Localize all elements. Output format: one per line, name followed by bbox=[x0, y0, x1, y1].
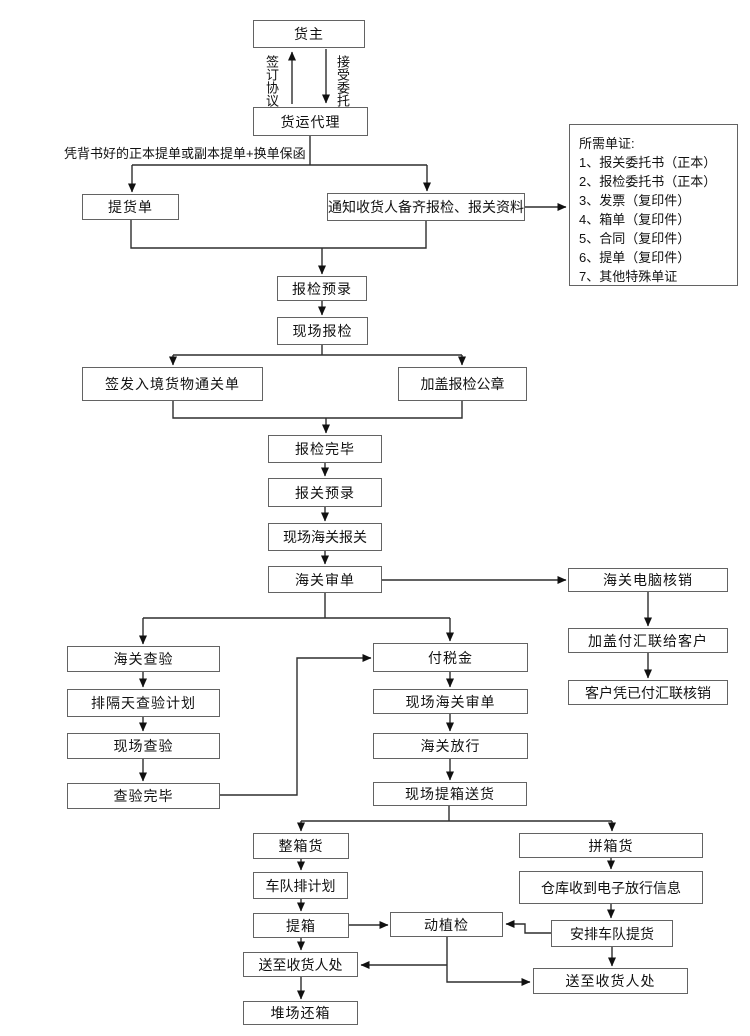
edge-fleet-to-quarantine bbox=[505, 920, 551, 934]
edge-merge-2 bbox=[172, 401, 463, 419]
required-document-item: 1、报关委托书（正本） bbox=[579, 155, 717, 170]
label-accept-entrustment: 接受委托 bbox=[335, 55, 350, 107]
label-sign-agreement: 签订协议 bbox=[264, 55, 279, 107]
node-deliver-to-consignee-right: 送至收货人处 bbox=[533, 968, 688, 994]
node-schedule-exam-plan: 排隔天查验计划 bbox=[67, 689, 220, 717]
node-client-writeoff: 客户凭已付汇联核销 bbox=[568, 680, 728, 705]
node-lcl: 拼箱货 bbox=[519, 833, 703, 858]
node-inspection-preentry: 报检预录 bbox=[277, 276, 367, 301]
node-onsite-customs-review: 现场海关审单 bbox=[373, 689, 528, 714]
edge-quarantine-to-right bbox=[446, 937, 531, 986]
node-examination-done: 查验完毕 bbox=[67, 783, 220, 809]
node-onsite-examination: 现场查验 bbox=[67, 733, 220, 759]
node-onsite-pickup-delivery: 现场提箱送货 bbox=[373, 782, 527, 806]
node-required-documents: 所需单证: 1、报关委托书（正本） 2、报检委托书（正本） 3、发票（复印件） … bbox=[569, 124, 738, 286]
node-customs-preentry: 报关预录 bbox=[268, 478, 382, 507]
node-customs-review: 海关审单 bbox=[268, 566, 382, 593]
node-cargo-owner: 货主 bbox=[253, 20, 365, 48]
node-pickup-container: 提箱 bbox=[253, 913, 349, 938]
required-document-item: 6、提单（复印件） bbox=[579, 250, 691, 265]
node-freight-agent: 货运代理 bbox=[253, 107, 368, 136]
node-warehouse-release-info: 仓库收到电子放行信息 bbox=[519, 871, 703, 904]
edge-merge-1 bbox=[130, 220, 427, 249]
node-onsite-inspection: 现场报检 bbox=[277, 317, 368, 345]
node-return-container: 堆场还箱 bbox=[243, 1001, 358, 1025]
node-issue-clearance: 签发入境货物通关单 bbox=[82, 367, 263, 401]
node-deliver-to-consignee-left: 送至收货人处 bbox=[243, 952, 358, 977]
node-delivery-order: 提货单 bbox=[82, 194, 179, 220]
required-document-item: 5、合同（复印件） bbox=[579, 231, 691, 246]
node-fcl: 整箱货 bbox=[253, 833, 349, 859]
node-customs-computer-writeoff: 海关电脑核销 bbox=[568, 568, 728, 592]
node-pay-tax: 付税金 bbox=[373, 643, 528, 672]
node-onsite-customs-declare: 现场海关报关 bbox=[268, 523, 382, 551]
node-arrange-fleet-pickup: 安排车队提货 bbox=[551, 920, 673, 947]
node-stamp-payment-copy: 加盖付汇联给客户 bbox=[568, 628, 728, 653]
node-fleet-schedule: 车队排计划 bbox=[253, 872, 348, 899]
required-documents-title: 所需单证: bbox=[579, 136, 635, 151]
node-notify-consignee: 通知收货人备齐报检、报关资料 bbox=[327, 193, 525, 221]
node-quarantine: 动植检 bbox=[390, 912, 503, 937]
edge-examdone-to-paytax bbox=[220, 654, 372, 796]
node-customs-release: 海关放行 bbox=[373, 733, 528, 759]
required-document-item: 4、箱单（复印件） bbox=[579, 212, 691, 227]
required-document-item: 7、其他特殊单证 bbox=[579, 269, 678, 284]
required-document-item: 2、报检委托书（正本） bbox=[579, 174, 717, 189]
node-inspection-done: 报检完毕 bbox=[268, 435, 382, 463]
node-stamp-inspection-seal: 加盖报检公章 bbox=[398, 367, 527, 401]
node-customs-examination: 海关查验 bbox=[67, 646, 220, 672]
label-bl-note: 凭背书好的正本提单或副本提单+换单保函 bbox=[64, 146, 306, 161]
required-document-item: 3、发票（复印件） bbox=[579, 193, 691, 208]
